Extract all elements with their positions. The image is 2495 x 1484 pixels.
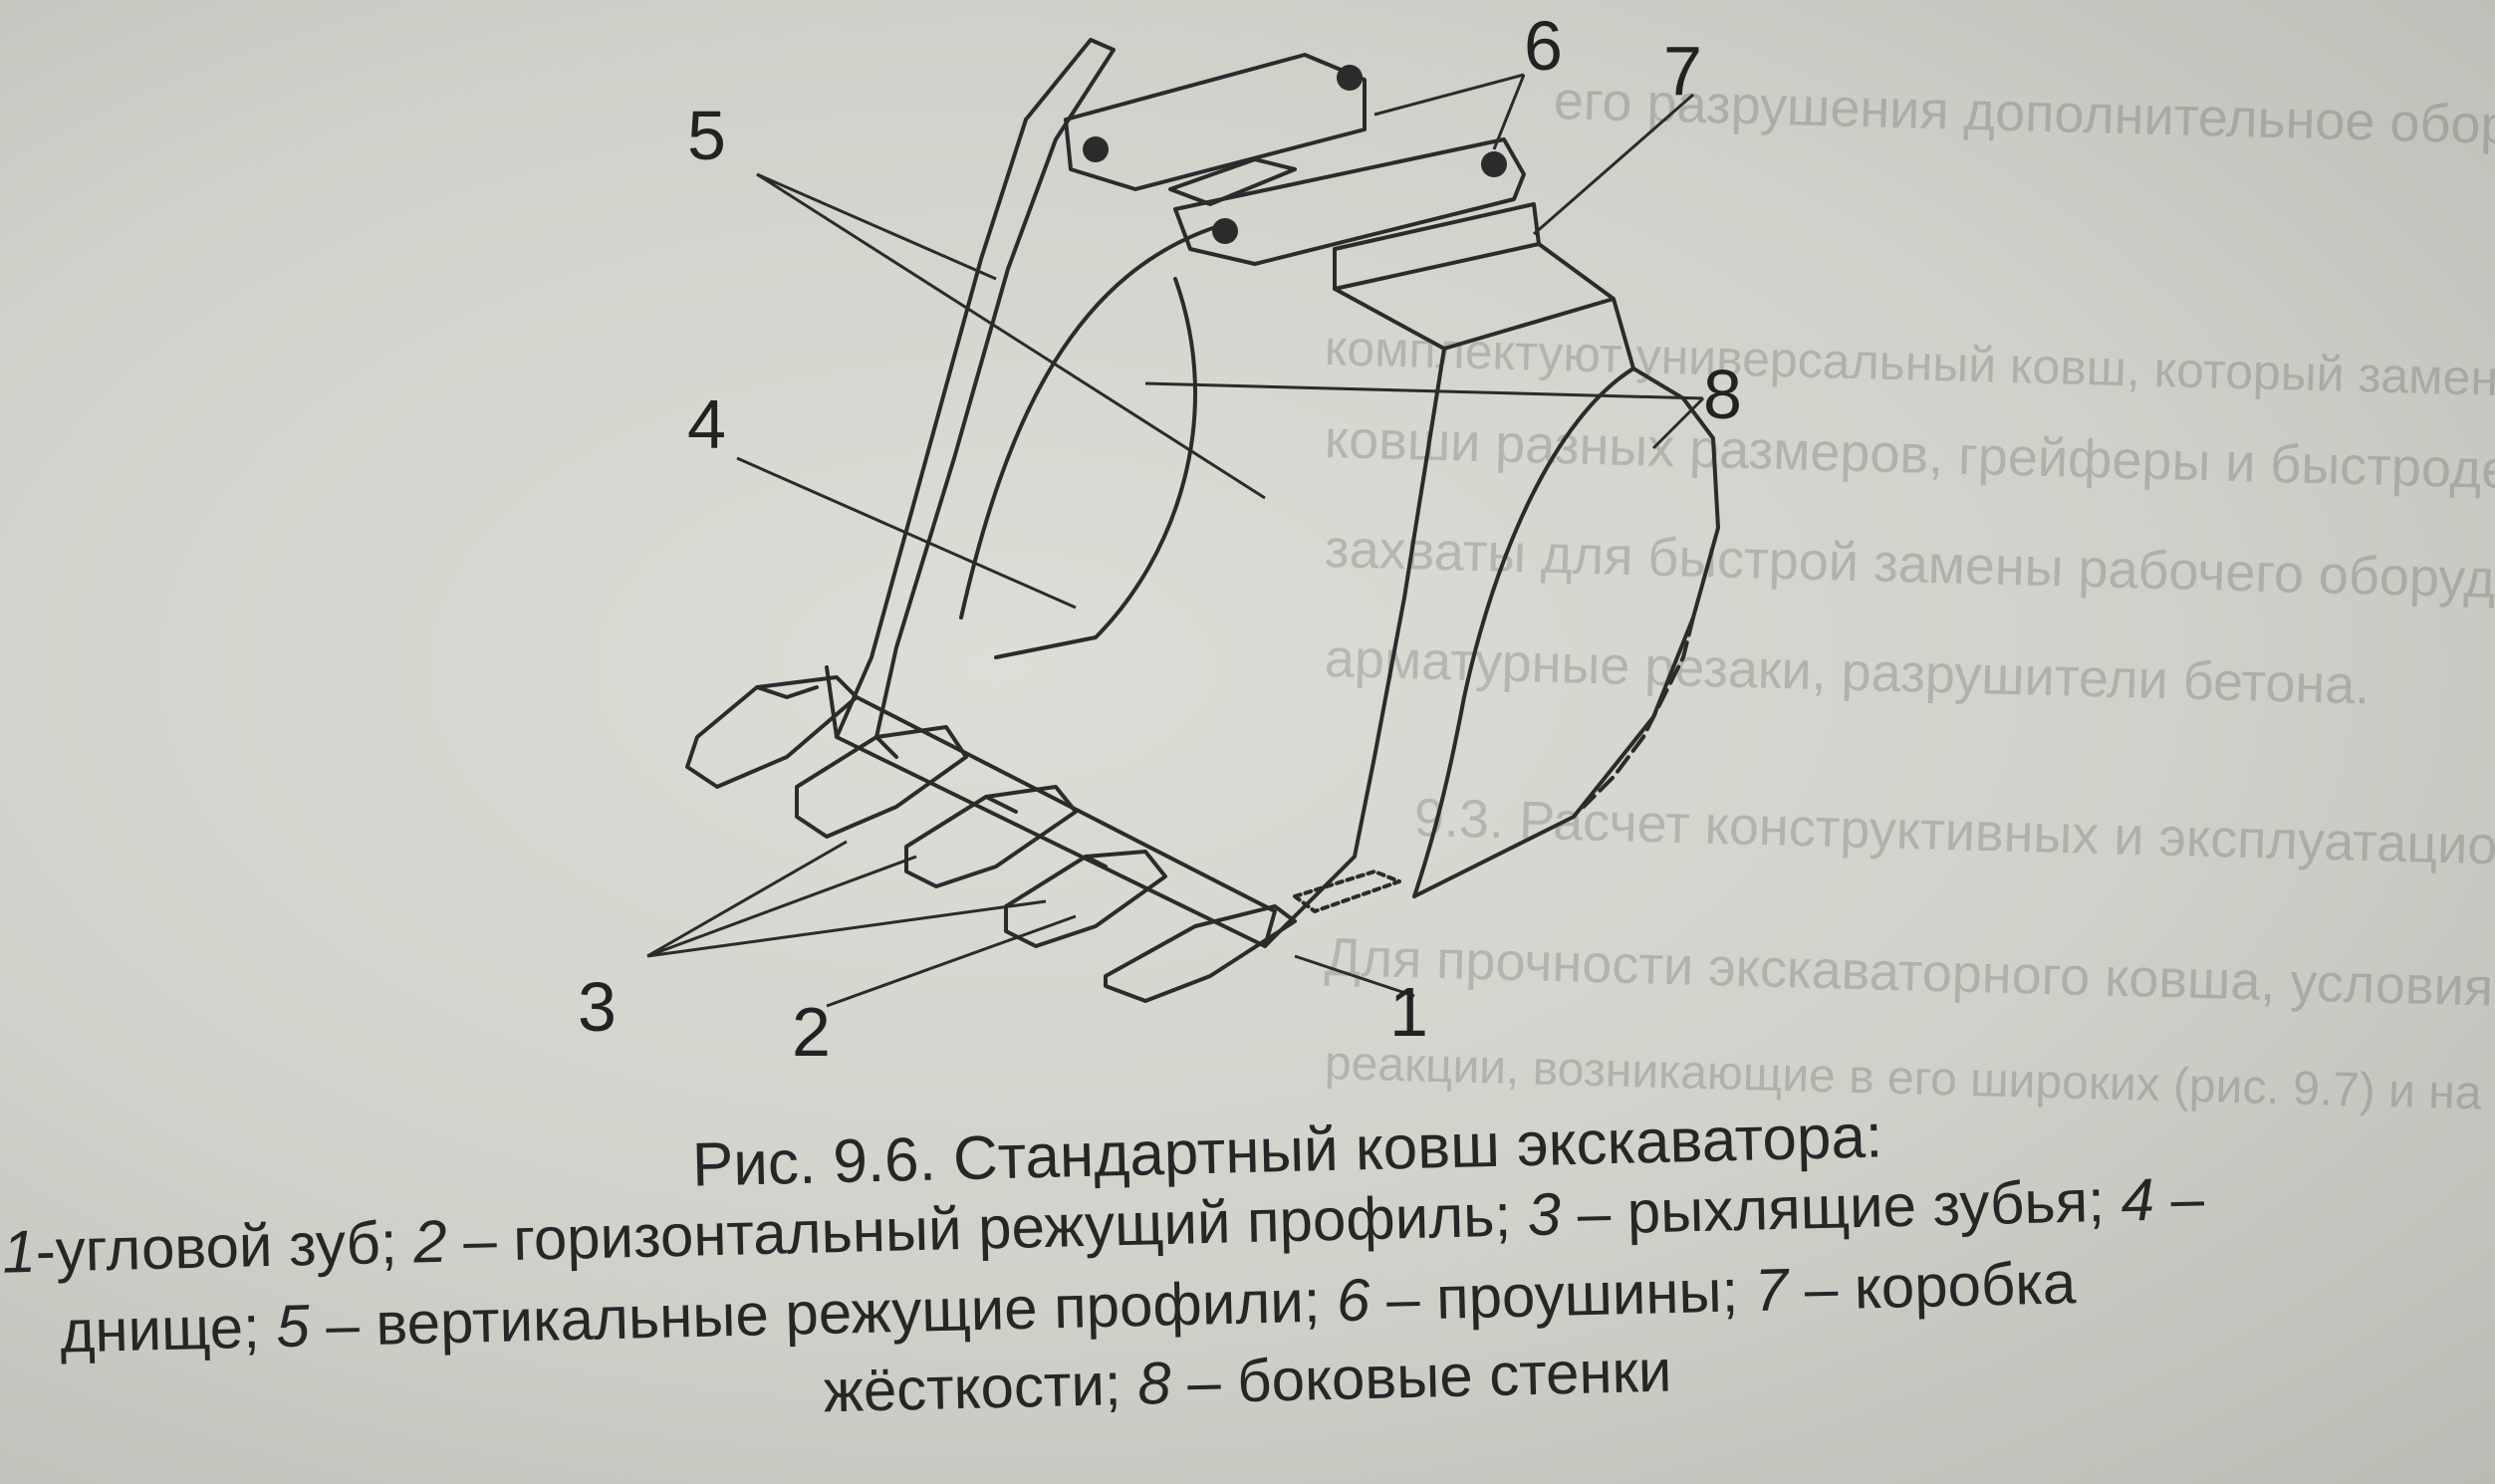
caption-text: -угловой зуб; bbox=[34, 1208, 415, 1285]
horizontal-cutting-edge bbox=[825, 665, 1277, 948]
lug-pin bbox=[1083, 136, 1109, 162]
label-2: 2 bbox=[792, 993, 831, 1071]
caption-text: – рыхлящие зубья; bbox=[1560, 1166, 2122, 1248]
corner-tooth bbox=[1104, 904, 1297, 1003]
caption-number: 1 bbox=[1, 1217, 37, 1286]
caption-number: 6 bbox=[1336, 1266, 1372, 1335]
lug-pins bbox=[1083, 65, 1507, 244]
caption-text: – bbox=[2153, 1164, 2205, 1233]
lug-pin bbox=[1337, 65, 1363, 91]
leader-line-1 bbox=[1294, 954, 1415, 998]
corner-tooth-grip bbox=[1293, 869, 1401, 913]
ripper-tooth bbox=[904, 785, 1078, 888]
stiffening-box bbox=[1333, 242, 1616, 351]
label-5: 5 bbox=[687, 97, 726, 174]
caption-number: 5 bbox=[275, 1292, 311, 1360]
ripper-tooth bbox=[795, 725, 968, 839]
caption-number: 8 bbox=[1136, 1349, 1172, 1417]
lug-plate-front bbox=[1064, 53, 1367, 191]
ripper-tooth bbox=[685, 675, 859, 789]
caption-text: – боковые стенки bbox=[1169, 1337, 1673, 1416]
right-side-wall bbox=[1263, 347, 1446, 948]
leader-line-2 bbox=[826, 914, 1077, 1008]
left-side-wall bbox=[874, 38, 1116, 739]
label-6: 6 bbox=[1524, 7, 1563, 85]
leader-line-4 bbox=[736, 456, 1077, 610]
label-1: 1 bbox=[1389, 973, 1428, 1051]
caption-number: 7 bbox=[1753, 1256, 1789, 1325]
caption-text: – проушины; bbox=[1369, 1257, 1756, 1334]
label-7: 7 bbox=[1663, 32, 1702, 110]
leader-line-8 bbox=[1144, 381, 1705, 450]
caption-number: 3 bbox=[1526, 1180, 1562, 1249]
leader-line-7 bbox=[1533, 93, 1694, 236]
ripper-tooth bbox=[1004, 850, 1167, 948]
right-side-wall-outer bbox=[1412, 297, 1720, 898]
leader-line-3 bbox=[646, 840, 1047, 958]
left-side-wall-inner bbox=[835, 118, 1028, 739]
caption-number: 4 bbox=[2120, 1165, 2155, 1234]
lug-tab bbox=[1168, 157, 1297, 206]
leader-line-6 bbox=[1373, 73, 1526, 150]
side-wall-hardfacing bbox=[1582, 616, 1695, 809]
leader-line-5 bbox=[756, 172, 1266, 500]
lug-pin bbox=[1481, 151, 1507, 177]
label-8: 8 bbox=[1703, 356, 1742, 433]
caption-number: 2 bbox=[412, 1207, 448, 1276]
lug-pin bbox=[1212, 218, 1238, 244]
caption-text: жёсткости; bbox=[822, 1350, 1139, 1425]
label-4: 4 bbox=[687, 385, 726, 463]
caption-text: днище; bbox=[59, 1293, 278, 1365]
label-3: 3 bbox=[578, 968, 617, 1046]
lug-plate-rear bbox=[1173, 137, 1526, 266]
right-side-wall-edge bbox=[1412, 367, 1635, 898]
caption-text: – коробка bbox=[1787, 1249, 2077, 1324]
